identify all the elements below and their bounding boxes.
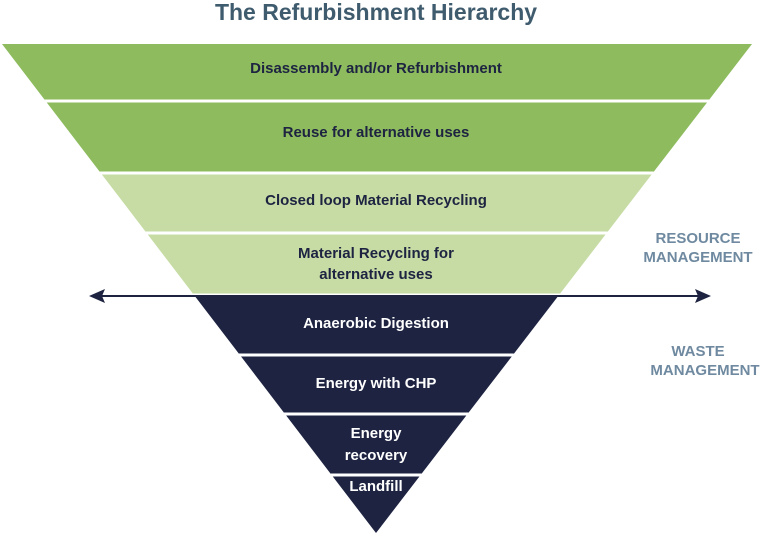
tier-1: Disassembly and/or Refurbishment xyxy=(2,44,752,101)
arrow-head-left xyxy=(89,289,105,303)
diagram-title: The Refurbishment Hierarchy xyxy=(215,0,537,25)
tier-7-band xyxy=(285,414,468,475)
tier-7-label-line-2: recovery xyxy=(345,447,408,464)
waste-management-label-line-2: MANAGEMENT xyxy=(650,362,759,379)
tier-7-label-line-1: Energy xyxy=(351,425,403,442)
tier-6: Energy with CHP xyxy=(239,355,513,414)
tier-5-label-line-1: Anaerobic Digestion xyxy=(303,315,449,332)
tier-1-band xyxy=(2,44,752,101)
tier-2: Reuse for alternative uses xyxy=(45,101,709,173)
tier-8-label-line-1: Landfill xyxy=(349,478,402,495)
tier-5-band xyxy=(194,295,559,355)
resource-management-label-line-1: RESOURCE xyxy=(655,230,740,247)
tier-7: Energy recovery xyxy=(285,414,468,475)
tier-8: Landfill xyxy=(331,475,421,533)
tier-4-band xyxy=(146,233,607,295)
tier-2-band xyxy=(45,101,709,173)
side-labels: RESOURCE MANAGEMENT WASTE MANAGEMENT xyxy=(643,230,759,379)
tier-6-band xyxy=(239,355,513,414)
tier-3-label-line-1: Closed loop Material Recycling xyxy=(265,192,487,209)
tier-6-label-line-1: Energy with CHP xyxy=(316,375,437,392)
tier-4-label-line-2: alternative uses xyxy=(319,266,432,283)
tier-8-band xyxy=(331,475,421,533)
resource-management-label-line-2: MANAGEMENT xyxy=(643,249,752,266)
tier-2-label-line-1: Reuse for alternative uses xyxy=(283,124,470,141)
tier-3: Closed loop Material Recycling xyxy=(100,173,653,233)
tier-4-label-line-1: Material Recycling for xyxy=(298,245,454,262)
arrow-head-right xyxy=(695,289,711,303)
waste-management-label-line-1: WASTE xyxy=(671,343,724,360)
double-headed-arrow-icon xyxy=(89,289,711,303)
tier-1-label-line-1: Disassembly and/or Refurbishment xyxy=(250,60,502,77)
tier-5: Anaerobic Digestion xyxy=(194,295,559,355)
tier-3-band xyxy=(100,173,653,233)
tier-4: Material Recycling for alternative uses xyxy=(146,233,607,295)
